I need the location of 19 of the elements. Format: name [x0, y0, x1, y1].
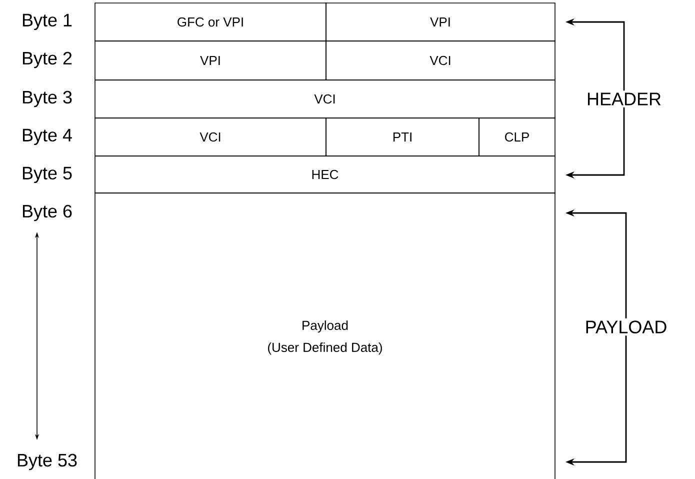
field-cell: VPI — [326, 2, 556, 42]
byte-label: Byte 53 — [18, 454, 77, 470]
section-label: PAYLOAD — [586, 320, 666, 334]
field-cell: CLP — [478, 118, 556, 156]
field-cell: PTI — [326, 118, 480, 156]
field-cell: VCI — [94, 80, 556, 118]
byte-label: Byte 1 — [22, 14, 72, 30]
byte-label: Byte 6 — [22, 204, 72, 222]
byte-label: Byte 5 — [22, 166, 72, 184]
byte-label: Byte 3 — [22, 90, 72, 108]
byte-label: Byte 4 — [22, 128, 72, 146]
field-cell: VPI — [94, 40, 326, 80]
payload-box: Payload (User Defined Data) — [94, 192, 556, 479]
section-label: HEADER — [588, 92, 661, 106]
field-cell: VCI — [326, 40, 556, 80]
field-cell: HEC — [94, 156, 556, 194]
field-cell: GFC or VPI — [94, 2, 326, 42]
byte-label: Byte 2 — [22, 52, 72, 68]
field-cell: VCI — [94, 118, 326, 156]
